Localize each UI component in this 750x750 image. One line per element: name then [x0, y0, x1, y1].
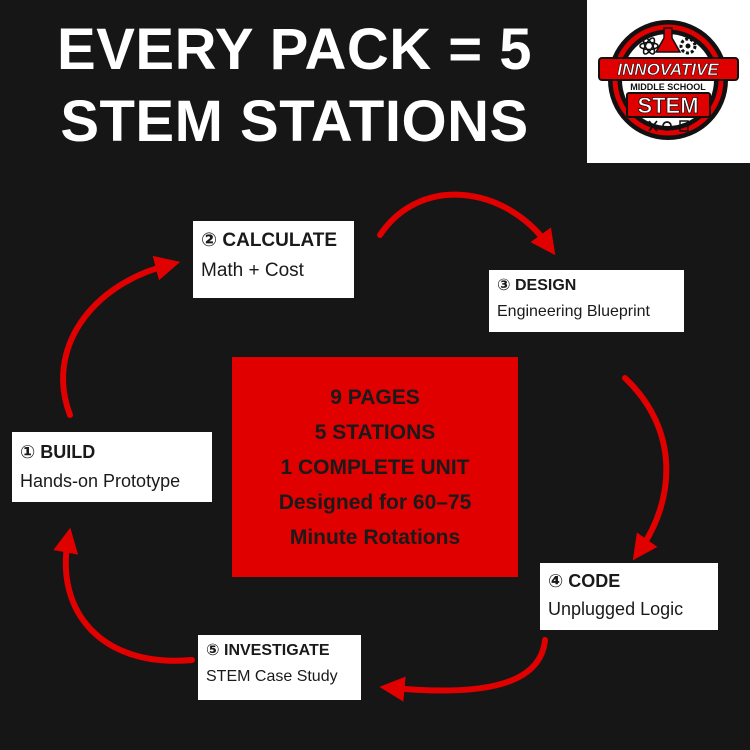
- station-card-investigate: ⑤ INVESTIGATE STEM Case Study: [198, 635, 361, 700]
- cycle-arrow-icon: [377, 191, 556, 256]
- headline-line-1: EVERY PACK = 5: [57, 17, 532, 82]
- station-title: ① BUILD: [20, 440, 204, 464]
- summary-rotations: Minute Rotations: [289, 525, 461, 549]
- station-card-code: ④ CODE Unplugged Logic: [540, 563, 718, 630]
- station-name: INVESTIGATE: [224, 642, 330, 659]
- station-subtitle: Engineering Blueprint: [497, 303, 650, 320]
- station-card-build: ① BUILD Hands-on Prototype: [12, 432, 212, 502]
- station-number: ⑤: [206, 642, 220, 659]
- logo-brand-middle: MIDDLE SCHOOL: [630, 82, 706, 92]
- headline: EVERY PACK = 5 STEM STATIONS: [22, 14, 567, 158]
- atom-icon: [639, 37, 659, 55]
- station-name: CALCULATE: [222, 230, 338, 251]
- summary-stations: 5 STATIONS: [314, 420, 436, 444]
- cycle-arrow-icon: [622, 375, 670, 561]
- station-number: ①: [20, 442, 36, 462]
- summary-duration: Designed for 60–75: [278, 490, 472, 514]
- summary-pages: 9 PAGES: [330, 385, 420, 409]
- station-name: CODE: [568, 571, 621, 591]
- logo-brand-bottom: STEM: [637, 93, 698, 118]
- station-subtitle: Unplugged Logic: [548, 599, 684, 619]
- calculator-icon: [679, 120, 689, 132]
- station-title: ② CALCULATE: [201, 229, 346, 253]
- cycle-arrow-icon: [60, 255, 181, 418]
- station-subtitle: STEM Case Study: [206, 668, 338, 685]
- headline-line-2: STEM STATIONS: [60, 89, 529, 154]
- station-card-calculate: ② CALCULATE Math + Cost: [193, 221, 354, 298]
- station-title: ④ CODE: [548, 570, 710, 592]
- station-subtitle: Math + Cost: [201, 260, 304, 281]
- cycle-arrow-icon: [53, 527, 195, 664]
- gear-icon: [679, 37, 697, 55]
- station-number: ③: [497, 277, 511, 294]
- summary-unit: 1 COMPLETE UNIT: [280, 455, 470, 479]
- station-number: ④: [548, 571, 564, 591]
- station-name: DESIGN: [515, 277, 577, 294]
- logo: INNOVATIVE MIDDLE SCHOOL STEM: [587, 0, 750, 163]
- logo-brand-top: INNOVATIVE: [617, 60, 719, 79]
- station-card-design: ③ DESIGN Engineering Blueprint: [489, 270, 684, 332]
- station-name: BUILD: [40, 442, 96, 462]
- flask-icon: [654, 27, 682, 53]
- station-number: ②: [201, 230, 218, 251]
- unit-summary-box: 9 PAGES 5 STATIONS 1 COMPLETE UNIT Desig…: [232, 357, 518, 577]
- stem-logo-emblem: INNOVATIVE MIDDLE SCHOOL STEM: [598, 20, 739, 140]
- station-title: ⑤ INVESTIGATE: [206, 641, 353, 661]
- cycle-arrow-icon: [379, 637, 548, 702]
- station-title: ③ DESIGN: [497, 276, 676, 296]
- tools-icon: [648, 120, 672, 132]
- station-subtitle: Hands-on Prototype: [20, 471, 181, 491]
